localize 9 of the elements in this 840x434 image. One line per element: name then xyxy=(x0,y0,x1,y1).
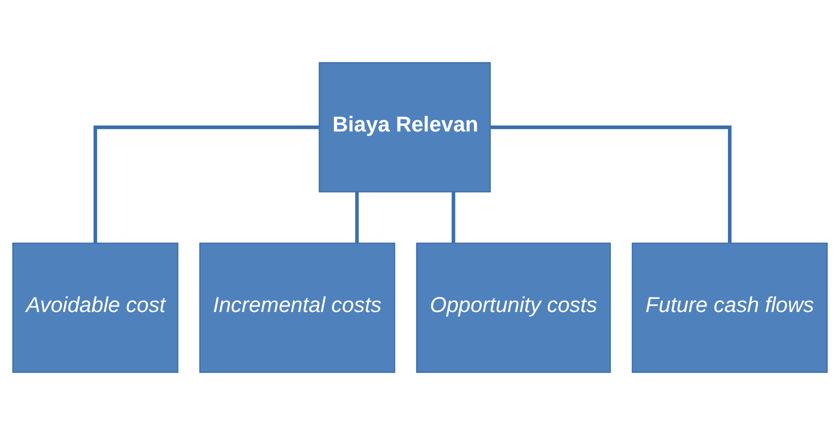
node-box: Opportunity costs xyxy=(416,242,611,372)
connector xyxy=(452,191,456,242)
connector xyxy=(490,125,732,243)
connector xyxy=(94,125,319,243)
node-box: Avoidable cost xyxy=(12,242,178,372)
node-box: Incremental costs xyxy=(199,242,396,372)
node-box: Biaya Relevan xyxy=(318,62,491,192)
node-box: Future cash flows xyxy=(632,242,828,372)
connector xyxy=(355,191,359,242)
